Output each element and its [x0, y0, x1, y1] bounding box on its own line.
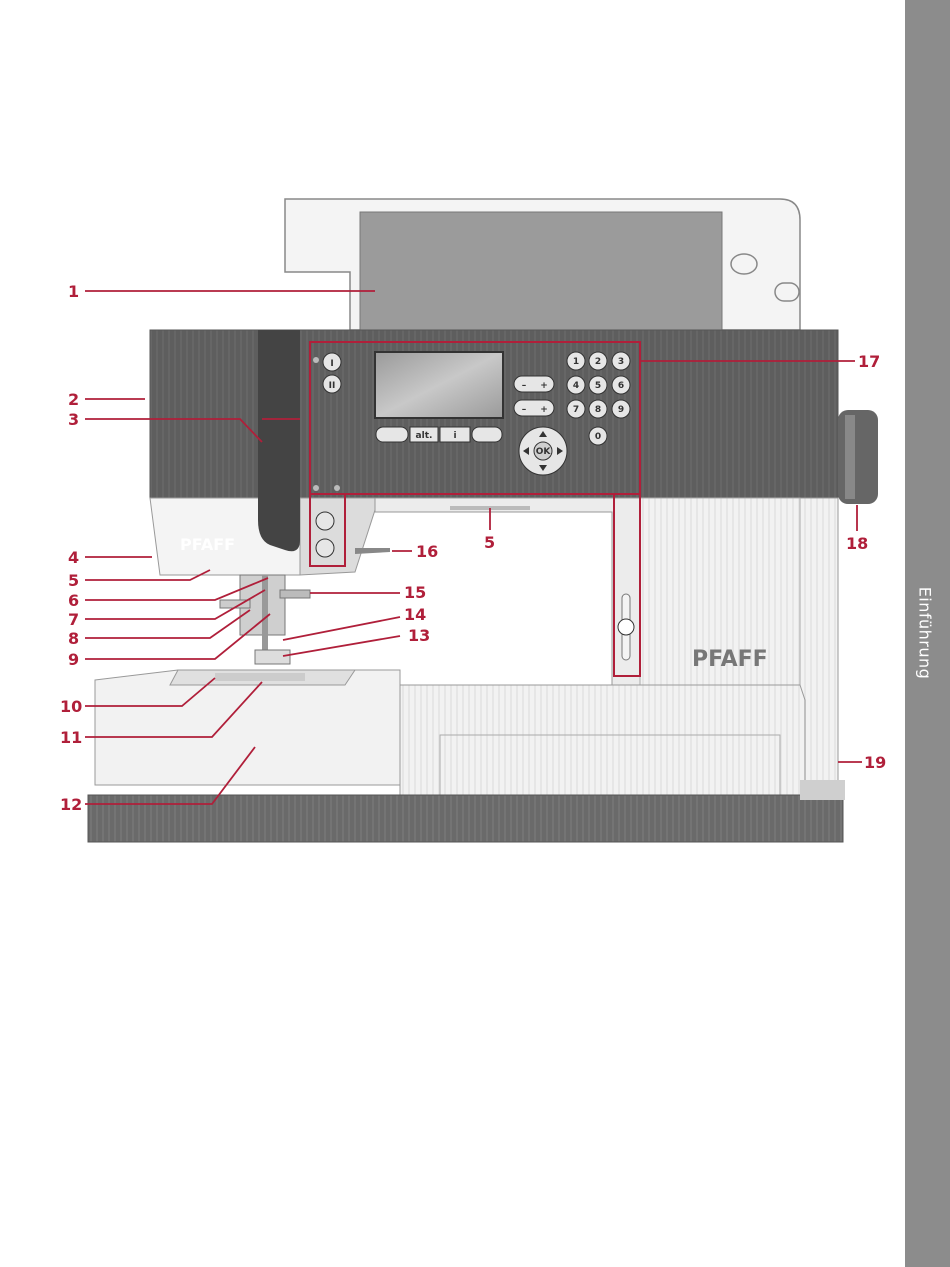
alt-label: alt.	[416, 431, 433, 441]
graphic-display	[375, 352, 503, 418]
callout-number: 9	[68, 650, 79, 669]
indicator-led	[313, 357, 319, 363]
machine-arm: PFAFF	[375, 498, 800, 690]
indicator-led	[313, 485, 319, 491]
callout-number: 17	[858, 352, 880, 371]
callout-number: 14	[404, 605, 426, 624]
settings-button[interactable]	[472, 427, 502, 442]
length-minus-label: –	[522, 405, 527, 415]
length-plus-label: +	[540, 405, 548, 415]
callout-number: 5	[484, 533, 495, 552]
callout-number: 2	[68, 390, 79, 409]
keypad-label: 9	[618, 405, 624, 415]
length-adjust-button[interactable]	[514, 400, 554, 416]
keypad-label: 3	[618, 357, 624, 367]
tablet-screen	[360, 212, 722, 330]
start-stop-button[interactable]	[316, 512, 334, 530]
callout-number: 5	[68, 571, 79, 590]
callout-number: 16	[416, 542, 438, 561]
indicator-led	[334, 485, 340, 491]
side-lever[interactable]	[355, 548, 390, 554]
callout-number: 18	[846, 534, 868, 553]
callout-number: 4	[68, 548, 79, 567]
keypad-label: 7	[573, 405, 579, 415]
callout-number: 13	[408, 626, 430, 645]
width-plus-label: +	[540, 381, 548, 391]
tablet	[285, 199, 800, 330]
callout-number: 15	[404, 583, 426, 602]
needle-up-down-label: I	[330, 359, 333, 369]
info-label: i	[453, 431, 456, 441]
brand-logo-front: PFAFF	[692, 647, 768, 672]
width-minus-label: –	[522, 381, 527, 391]
keypad-label: 5	[595, 381, 601, 391]
reverse-label: II	[329, 381, 336, 391]
width-adjust-button[interactable]	[514, 376, 554, 392]
speed-slider-handle[interactable]	[618, 619, 634, 635]
callout-number: 11	[60, 728, 82, 747]
needle-area	[220, 575, 310, 664]
presser-foot-button[interactable]	[316, 539, 334, 557]
handwheel[interactable]	[838, 410, 878, 504]
keypad-label: 6	[618, 381, 624, 391]
callout-number: 3	[68, 410, 79, 429]
callout-number: 12	[60, 795, 82, 814]
ok-label: OK	[536, 447, 552, 457]
keypad-label: 1	[573, 357, 579, 367]
callout-number: 1	[68, 282, 79, 301]
mirror-button[interactable]	[376, 427, 408, 442]
callout-number: 7	[68, 610, 79, 629]
chapter-tab-label: Einführung	[916, 587, 935, 680]
keypad-label: 8	[595, 405, 601, 415]
keypad-label: 2	[595, 357, 601, 367]
callout-number: 6	[68, 591, 79, 610]
keypad-label: 4	[573, 381, 579, 391]
callout-number: 10	[60, 697, 82, 716]
brand-logo-head: PFAFF	[180, 535, 235, 554]
thread-guide	[258, 330, 300, 551]
callout-number: 19	[864, 753, 886, 772]
sewing-machine-diagram: PFAFF PFAFF	[0, 0, 905, 1267]
callout-number: 8	[68, 629, 79, 648]
keypad-label: 0	[595, 432, 601, 442]
